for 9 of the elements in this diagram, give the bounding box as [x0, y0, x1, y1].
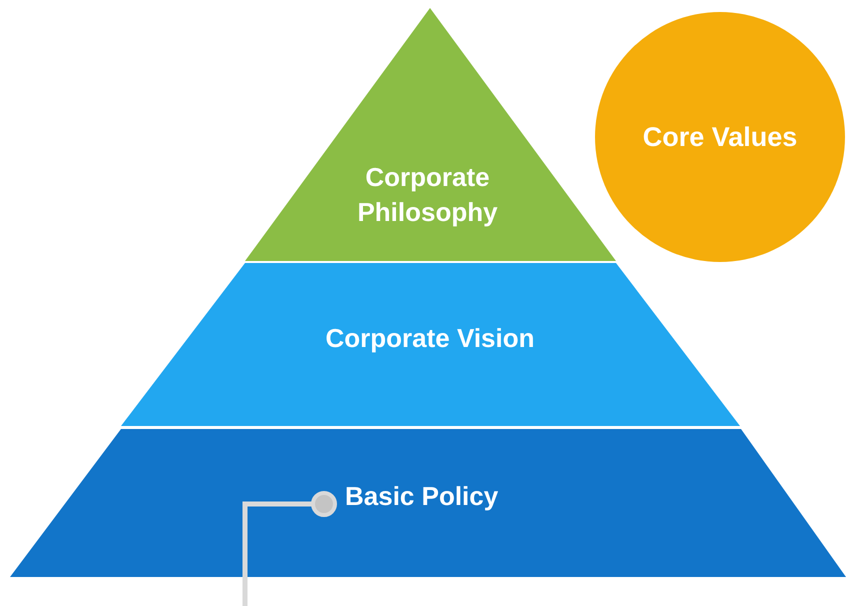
circle — [595, 12, 845, 262]
pyramid-top-triangle — [245, 8, 616, 261]
node-label: Basic Policy — [345, 480, 500, 513]
node-label: Core Values — [642, 121, 798, 154]
pyramid-base-band — [10, 429, 846, 577]
pyramid-middle-band — [121, 263, 740, 426]
node-label: Corporate Vision — [324, 322, 536, 355]
node-label: Corporate Philosophy — [356, 161, 499, 229]
leader-line — [242, 491, 337, 606]
